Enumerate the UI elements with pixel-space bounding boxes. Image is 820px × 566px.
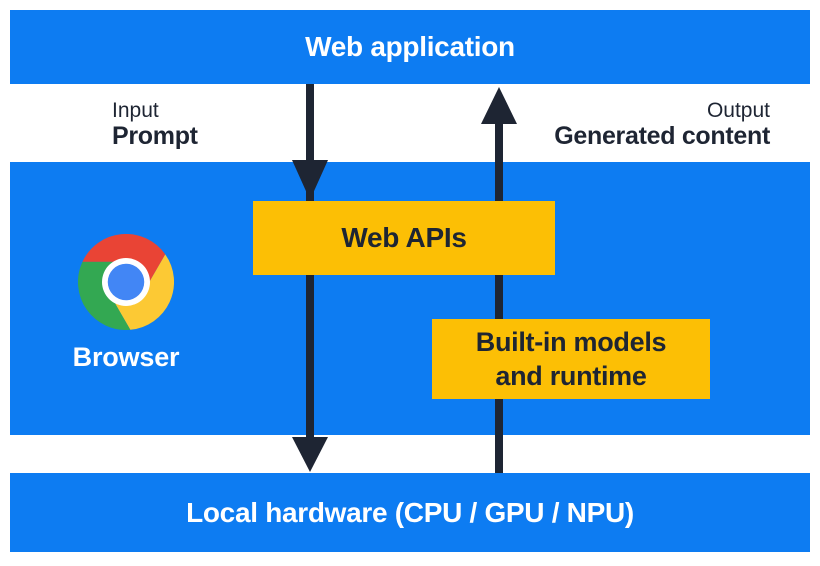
generated-content-up-arrow	[481, 87, 517, 473]
chrome-logo-graphic	[78, 234, 174, 330]
web-apis-box: Web APIs	[253, 201, 555, 275]
builtin-models-box: Built-in models and runtime	[432, 319, 710, 399]
local-hardware-label: Local hardware (CPU / GPU / NPU)	[186, 496, 634, 528]
chrome-icon	[78, 234, 174, 330]
web-application-bar: Web application	[10, 10, 810, 84]
local-hardware-bar: Local hardware (CPU / GPU / NPU)	[10, 473, 810, 552]
input-label-group: Input Prompt	[112, 99, 198, 150]
builtin-models-label-line2: and runtime	[495, 361, 647, 391]
web-application-label: Web application	[305, 31, 515, 62]
input-title: Input	[112, 99, 159, 122]
output-value: Generated content	[554, 122, 770, 150]
prompt-down-arrow	[292, 84, 328, 472]
input-value: Prompt	[112, 122, 198, 150]
builtin-models-label-line1: Built-in models	[475, 327, 667, 357]
web-apis-label: Web APIs	[341, 222, 467, 253]
output-title: Output	[706, 99, 770, 122]
output-label-group: Output Generated content	[554, 99, 770, 150]
browser-label: Browser	[72, 342, 180, 372]
